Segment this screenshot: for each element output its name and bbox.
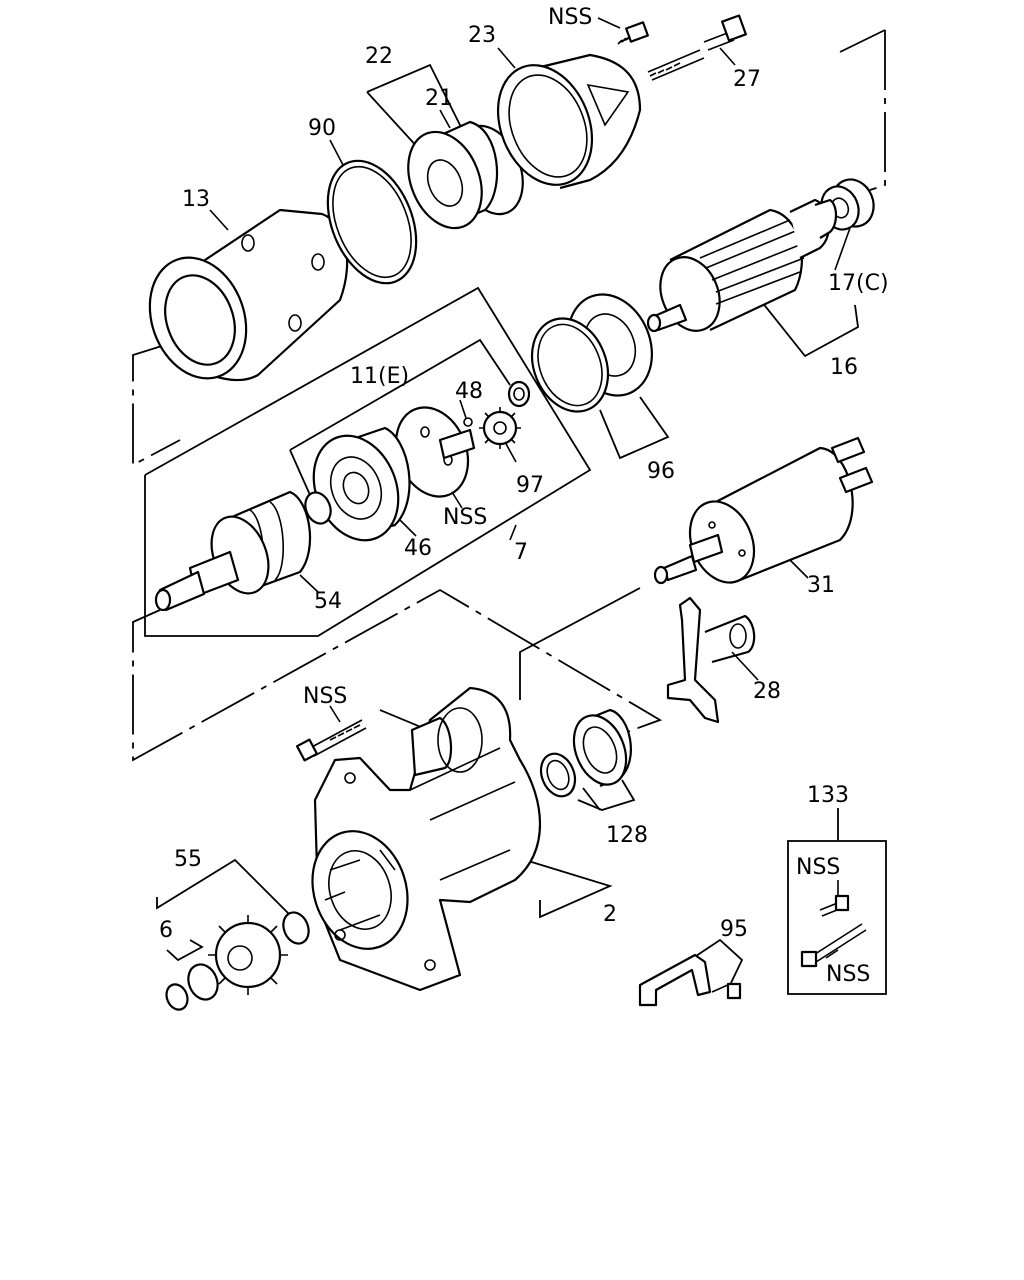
label-2: 2 (603, 902, 617, 927)
yoke-housing-13 (148, 208, 349, 382)
bolt-nss (295, 719, 367, 762)
bearing-128 (539, 708, 632, 798)
pinion-shaft-54 (154, 490, 312, 612)
label-55: 55 (174, 847, 202, 872)
o-ring-90 (326, 159, 418, 285)
bushing-small (507, 380, 531, 408)
label-90: 90 (308, 116, 336, 141)
callout-labels: 13 90 22 21 23 NSS 27 17(C) 16 11(E) 48 … (159, 5, 889, 987)
kit-box-133 (787, 840, 887, 995)
label-133: 133 (807, 783, 849, 808)
armature-16 (646, 198, 838, 333)
bracket-95 (638, 953, 742, 1007)
brush-holder-21 (407, 120, 524, 230)
label-54: 54 (314, 589, 342, 614)
label-nss-top: NSS (548, 5, 592, 30)
label-27: 27 (733, 67, 761, 92)
pinion-gear-55 (208, 915, 288, 995)
label-16: 16 (830, 355, 858, 380)
label-128: 128 (606, 823, 648, 848)
label-17c: 17(C) (828, 271, 889, 296)
label-97: 97 (516, 473, 544, 498)
gear-97 (479, 407, 521, 449)
collar-6 (165, 963, 219, 1011)
label-nss-bolt: NSS (303, 684, 347, 709)
label-nss-mid: NSS (443, 505, 487, 530)
screw-nss-top (617, 21, 649, 45)
label-21: 21 (425, 86, 453, 111)
rear-cover-23 (496, 53, 642, 190)
label-11e: 11(E) (350, 364, 409, 389)
label-28: 28 (753, 679, 781, 704)
ball-48 (463, 417, 473, 427)
shift-lever-28 (666, 596, 756, 724)
through-bolt-27 (647, 14, 747, 81)
carrier-plate-11e (394, 406, 476, 498)
solenoid-31 (653, 436, 874, 585)
leader-lines (209, 17, 851, 959)
label-13: 13 (182, 187, 210, 212)
label-6: 6 (159, 918, 173, 943)
label-7: 7 (514, 540, 528, 565)
seal-96 (530, 293, 653, 413)
label-31: 31 (807, 573, 835, 598)
label-48: 48 (455, 379, 483, 404)
label-nss-box2: NSS (826, 962, 870, 987)
guide-lines (132, 29, 886, 986)
label-96: 96 (647, 459, 675, 484)
label-nss-box1: NSS (796, 855, 840, 880)
label-95: 95 (720, 917, 748, 942)
label-46: 46 (404, 536, 432, 561)
label-22: 22 (365, 44, 393, 69)
front-housing-2 (311, 686, 542, 992)
ring-55 (282, 911, 310, 945)
internal-gear-46 (312, 426, 411, 542)
label-23: 23 (468, 23, 496, 48)
